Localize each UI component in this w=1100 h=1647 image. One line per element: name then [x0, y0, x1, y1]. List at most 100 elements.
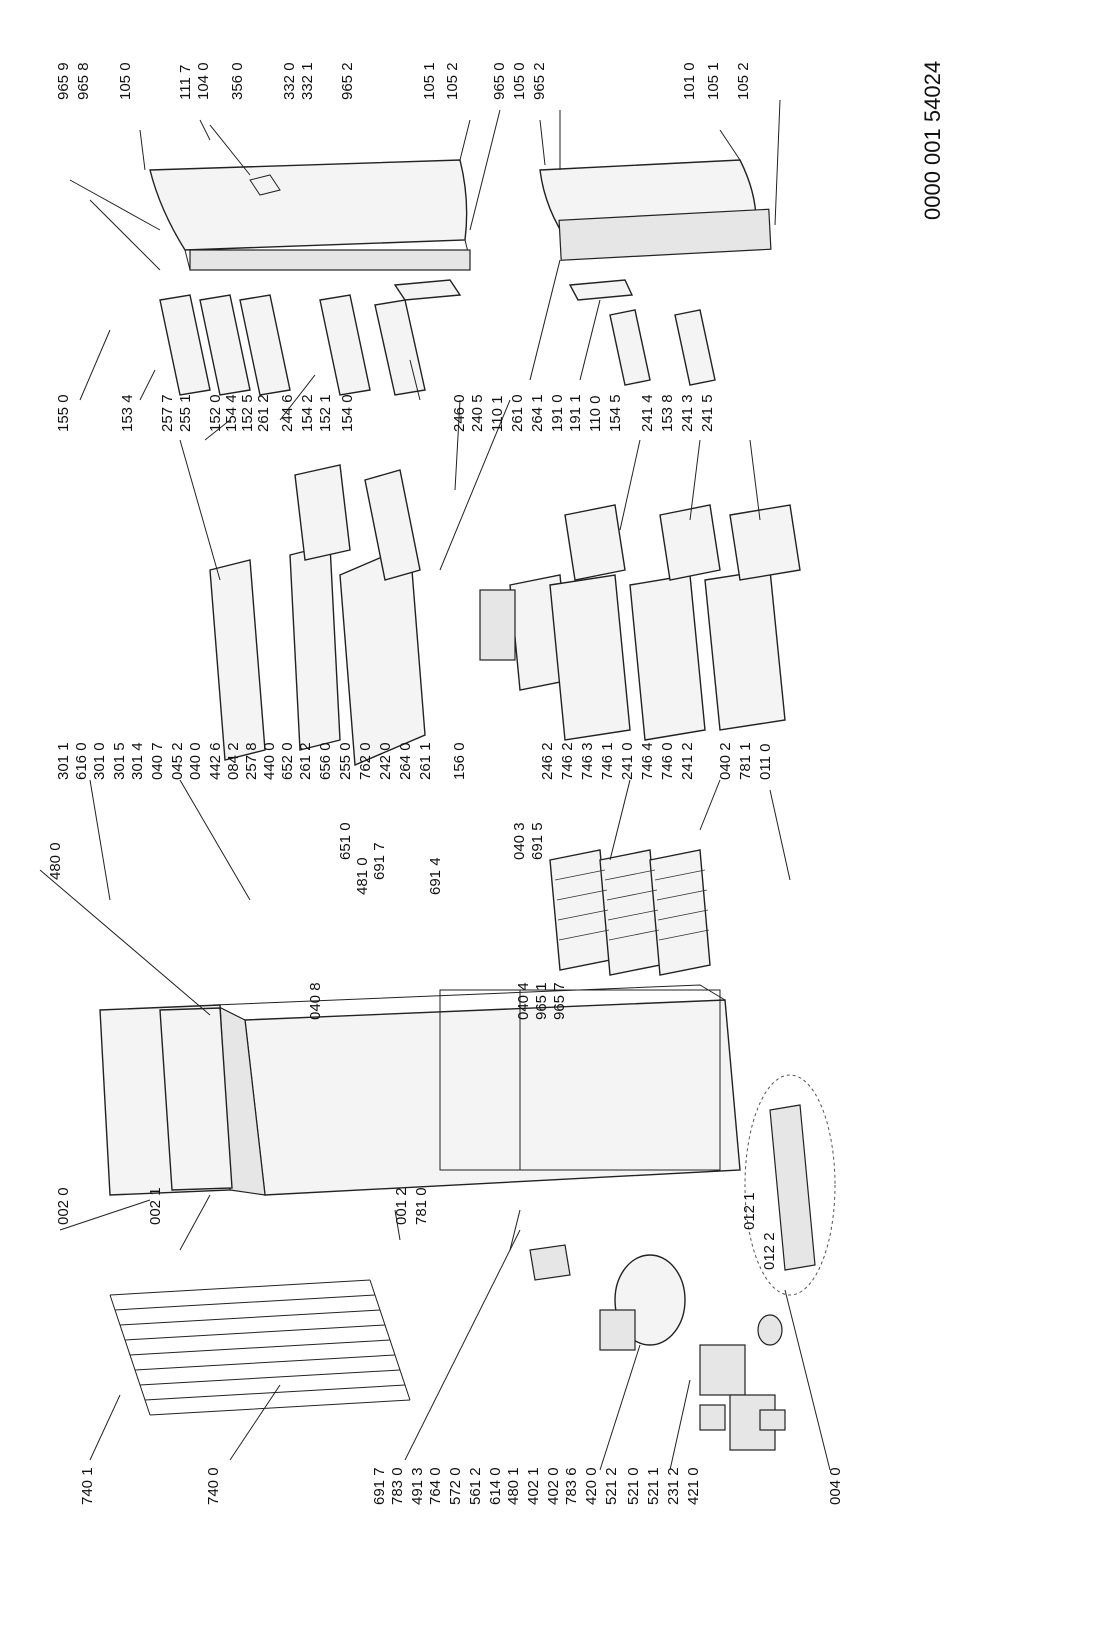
part-label-bottom_row-6: 572 0 [447, 1467, 464, 1505]
part-label-row2-17: 191 0 [549, 394, 566, 432]
part-label-row2-16: 264 1 [529, 394, 546, 432]
part-label-row4-0: 040 8 [307, 982, 324, 1020]
part-label-row3-17: 242 0 [377, 742, 394, 780]
part-label-row2-19: 110 0 [587, 395, 604, 432]
part-label-top_row_right-12: 105 0 [511, 62, 528, 100]
part-label-bottom_row-18: 421 0 [685, 1467, 702, 1505]
part-label-row2-1: 153 4 [119, 394, 136, 432]
part-label-row2-20: 154 5 [607, 394, 624, 432]
part-label-row3-9: 084 2 [225, 742, 242, 780]
part-label-row5-3: 781 0 [413, 1187, 430, 1225]
part-label-row2-10: 152 1 [317, 394, 334, 432]
part-label-row4-3: 965 7 [551, 982, 568, 1020]
part-label-row4-1: 040 4 [515, 982, 532, 1020]
part-label-row3-16: 762 0 [357, 742, 374, 780]
detail-rail [769, 1104, 816, 1271]
part-label-row2-18: 191 1 [567, 394, 584, 432]
part-label-top_row_right-0: 965 9 [55, 62, 72, 100]
part-label-row4-4: 012 1 [741, 1192, 758, 1230]
part-label-row3-2: 301 0 [91, 742, 108, 780]
part-label-row3-6: 045 2 [169, 742, 186, 780]
part-label-top_row_right-5: 356 0 [229, 62, 246, 100]
part-label-row3_mid-3: 691 7 [371, 842, 388, 880]
part-label-row3-12: 652 0 [279, 742, 296, 780]
part-label-row3-24: 746 1 [599, 742, 616, 780]
part-label-top_row_right-7: 332 1 [299, 62, 316, 100]
part-label-row2-2: 257 7 [159, 394, 176, 432]
part-label-row2-13: 240 5 [469, 394, 486, 432]
part-label-row3-10: 257 8 [243, 742, 260, 780]
part-label-row3-13: 261 2 [297, 742, 314, 780]
part-label-bottom_row-5: 764 0 [427, 1467, 444, 1505]
part-label-row2-3: 255 1 [177, 394, 194, 432]
part-label-bottom_row-15: 521 0 [625, 1467, 642, 1505]
part-label-row3-27: 746 0 [659, 742, 676, 780]
part-label-row2-8: 244 6 [279, 394, 296, 432]
part-label-bottom_row-8: 614 0 [487, 1467, 504, 1505]
part-label-top_row_right-2: 105 0 [117, 62, 134, 100]
part-label-row2-11: 154 0 [339, 394, 356, 432]
document-number: 0000 001 54024 [920, 60, 945, 220]
cabinet-body [214, 984, 741, 1196]
part-label-row3-26: 746 4 [639, 742, 656, 780]
part-label-row3-28: 241 2 [679, 742, 696, 780]
part-label-row4-5: 012 2 [761, 1232, 778, 1270]
part-label-row3-4: 301 4 [129, 742, 146, 780]
part-label-row2-21: 241 4 [639, 394, 656, 432]
part-label-row2-4: 152 0 [207, 394, 224, 432]
part-label-row2-14: 110 1 [489, 395, 506, 432]
part-label-row3-11: 440 0 [261, 742, 278, 780]
part-label-bottom_row-7: 561 2 [467, 1467, 484, 1505]
part-label-row3-0: 301 1 [55, 742, 72, 780]
part-label-row3_mid-2: 481 0 [354, 857, 371, 895]
part-label-row2-15: 261 0 [509, 394, 526, 432]
part-label-row2-23: 241 3 [679, 394, 696, 432]
part-label-bottom_row-14: 521 2 [603, 1467, 620, 1505]
part-label-row3-7: 040 0 [187, 742, 204, 780]
part-label-row2-24: 241 5 [699, 394, 716, 432]
part-label-top_row_right-9: 105 1 [421, 62, 438, 100]
part-label-row3-3: 301 5 [111, 742, 128, 780]
part-label-row3-5: 040 7 [149, 742, 166, 780]
evaporator-grids [549, 849, 711, 976]
side-panels [99, 1004, 233, 1196]
part-label-row3_mid-5: 040 3 [511, 822, 528, 860]
part-label-row2-7: 261 2 [255, 394, 272, 432]
part-label-top_row_right-11: 965 0 [491, 62, 508, 100]
part-label-bottom_row-17: 231 2 [665, 1467, 682, 1505]
part-label-bottom_row-11: 402 0 [545, 1467, 562, 1505]
part-label-row3-22: 746 2 [559, 742, 576, 780]
part-label-bottom_row-16: 521 1 [645, 1467, 662, 1505]
part-label-row3-21: 246 2 [539, 742, 556, 780]
part-label-top_row_right-10: 105 2 [444, 62, 461, 100]
part-label-bottom_row-3: 783 0 [389, 1467, 406, 1505]
shelves-drawers [209, 464, 801, 767]
part-label-top_row_right-14: 101 0 [681, 62, 698, 100]
door-lower-right [539, 159, 772, 261]
part-label-row5-1: 002 1 [147, 1187, 164, 1225]
door-bins [159, 279, 716, 396]
detail-callout [744, 1074, 836, 1296]
part-label-bottom_row-2: 691 7 [371, 1467, 388, 1505]
condenser [109, 1279, 411, 1416]
part-label-top_row_right-3: 111 7 [177, 64, 194, 100]
part-label-row3-23: 746 3 [579, 742, 596, 780]
part-label-row4-2: 965 1 [533, 982, 550, 1020]
part-label-row3-1: 616 0 [73, 742, 90, 780]
part-label-row3_mid-1: 651 0 [337, 822, 354, 860]
part-label-row3_mid-4: 691 4 [427, 857, 444, 895]
part-label-bottom_row-9: 480 1 [505, 1467, 522, 1505]
part-label-bottom_row-4: 491 3 [409, 1467, 426, 1505]
part-label-top_row_right-13: 965 2 [531, 62, 548, 100]
part-label-row3-30: 781 1 [737, 742, 754, 780]
part-label-row3_mid-0: 480 0 [47, 842, 64, 880]
part-label-row5-2: 001 2 [393, 1187, 410, 1225]
part-label-bottom_row-19: 004 0 [827, 1467, 844, 1505]
part-label-row3-15: 255 0 [337, 742, 354, 780]
part-label-top_row_right-16: 105 2 [735, 62, 752, 100]
part-label-row2-0: 155 0 [55, 394, 72, 432]
part-label-row2-12: 246 0 [451, 394, 468, 432]
part-label-row3-25: 241 0 [619, 742, 636, 780]
part-label-row2-5: 154 4 [223, 394, 240, 432]
